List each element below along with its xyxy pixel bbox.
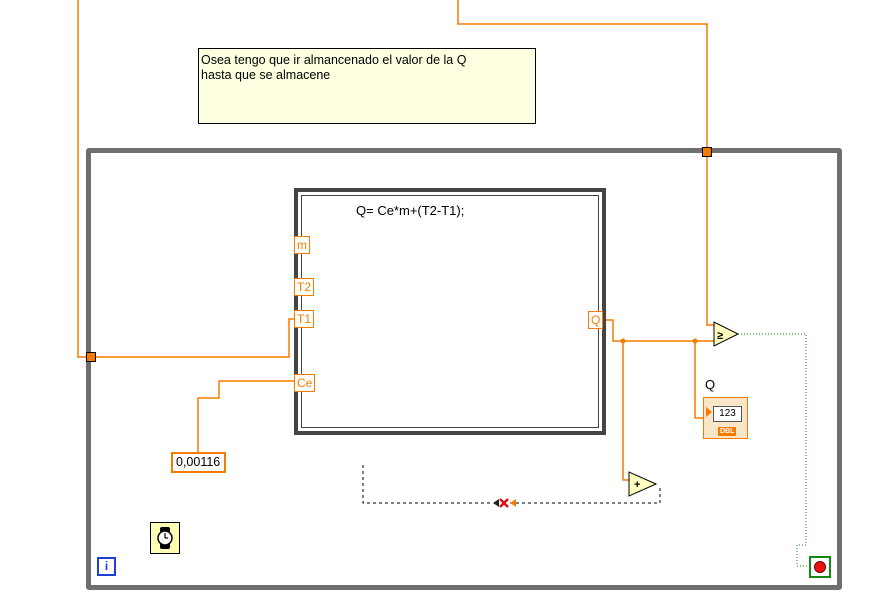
- svg-text:+: +: [634, 479, 640, 491]
- wire-q-output[interactable]: [606, 319, 695, 342]
- add-icon[interactable]: +: [628, 471, 658, 497]
- wait-timer-icon[interactable]: [150, 522, 180, 554]
- wire-q-to-add[interactable]: [622, 341, 629, 481]
- formula-input-m[interactable]: m: [294, 236, 310, 254]
- formula-node-inner-border: [301, 195, 599, 428]
- formula-input-t2[interactable]: T2: [294, 278, 315, 296]
- indicator-display: 123: [713, 406, 742, 422]
- formula-input-ce[interactable]: Ce: [294, 374, 316, 392]
- broken-wire[interactable]: [362, 465, 493, 504]
- formula-output-q[interactable]: Q: [588, 311, 604, 329]
- while-loop-structure[interactable]: [86, 148, 842, 590]
- numeric-constant[interactable]: 0,00116: [171, 452, 226, 473]
- wire-compare-upper-input[interactable]: [706, 152, 715, 326]
- formula-input-t1[interactable]: T1: [294, 310, 315, 328]
- greater-or-equal-icon[interactable]: ≥: [713, 321, 740, 347]
- comment-line: Osea tengo que ir almancenado el valor d…: [201, 53, 467, 67]
- indicator-label[interactable]: Q: [705, 377, 716, 392]
- stop-button-icon[interactable]: [809, 556, 831, 578]
- comment-line: hasta que se almacene: [201, 68, 331, 82]
- wire-constant-to-ce[interactable]: [197, 380, 294, 452]
- indicator-input-arrow-icon: [706, 407, 712, 417]
- broken-wire[interactable]: [510, 488, 661, 504]
- wire-junction: [692, 338, 698, 344]
- wire-top-to-compare[interactable]: [457, 0, 708, 152]
- stop-indicator-dot: [814, 561, 826, 573]
- broken-wire-arrow-icon: [510, 499, 516, 507]
- loop-tunnel-top[interactable]: [702, 147, 712, 157]
- broken-wire-arrow-icon: [493, 499, 499, 507]
- iteration-terminal[interactable]: i: [97, 557, 116, 576]
- svg-text:≥: ≥: [717, 330, 723, 342]
- wire-junction: [620, 338, 626, 344]
- formula-expression[interactable]: Q= Ce*m+(T2-T1);: [356, 203, 465, 218]
- numeric-indicator-terminal[interactable]: 123 DBL: [703, 397, 748, 439]
- wire-t1-to-node[interactable]: [91, 318, 294, 358]
- loop-tunnel-left[interactable]: [86, 352, 96, 362]
- comment-label[interactable]: Osea tengo que ir almancenado el valor d…: [198, 48, 536, 124]
- wait-timer-glyph: [157, 527, 173, 549]
- wire-q-to-indicator[interactable]: [694, 341, 703, 419]
- formula-node[interactable]: [294, 188, 606, 435]
- broken-wire-x-icon[interactable]: [499, 498, 509, 508]
- indicator-type-tag: DBL: [718, 427, 737, 436]
